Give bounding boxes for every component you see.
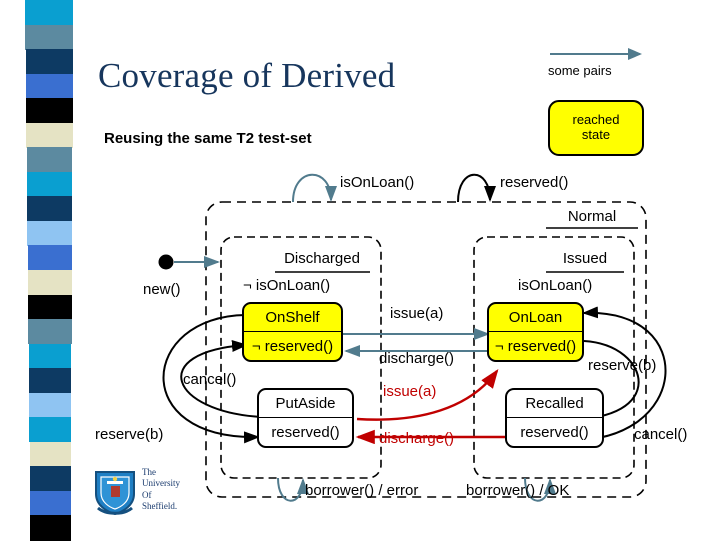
stripe-segment — [28, 245, 72, 271]
state-putaside-name: PutAside — [259, 390, 352, 418]
transition-label-discharge-red: discharge() — [379, 430, 455, 447]
state-onshelf-name: OnShelf — [244, 304, 341, 332]
composite-state-discharged-invariant: ¬ isOnLoan() — [243, 277, 331, 294]
state-onloan-invariant: ¬ reserved() — [494, 337, 577, 355]
transition-label-new: new() — [143, 281, 181, 298]
composite-state-normal — [205, 201, 647, 498]
stripe-segment — [30, 515, 71, 541]
state-onloan-name: OnLoan — [489, 304, 582, 332]
stripe-segment — [26, 73, 73, 99]
legend-arrow-icon — [550, 48, 642, 60]
state-recalled-invariant: reserved() — [520, 423, 589, 441]
state-onshelf-invariant: ¬ reserved() — [251, 337, 334, 355]
transition-label-reserve-right: reserve(b) — [588, 357, 657, 374]
self-transition-reserved — [457, 173, 496, 203]
self-transition-borrower-ok — [524, 477, 556, 502]
page-title: Coverage of Derived — [98, 56, 396, 95]
legend-reached-state-box: reached state — [548, 100, 644, 156]
composite-state-issued — [473, 236, 635, 479]
page-subtitle: Reusing the same T2 test-set — [104, 130, 312, 147]
stripe-segment — [30, 490, 71, 517]
legend-box-line2: state — [581, 127, 611, 142]
sheffield-crest-icon — [95, 471, 135, 516]
initial-pseudostate — [158, 254, 174, 270]
stripe-segment — [30, 441, 71, 467]
transition-cancel-right — [567, 306, 667, 442]
logo-line-1: The — [142, 467, 156, 477]
stripe-segment — [25, 0, 73, 26]
self-transition-isonloan — [292, 173, 337, 203]
transition-cancel-left — [180, 340, 263, 418]
state-putaside-invariant: reserved() — [271, 423, 340, 441]
composite-state-discharged — [220, 236, 382, 479]
stripe-segment — [28, 319, 72, 345]
transition-label-discharge-blue: discharge() — [379, 350, 455, 367]
state-onloan[interactable]: OnLoan ¬ reserved() — [487, 302, 584, 362]
transition-label-cancel-right: cancel() — [634, 426, 688, 443]
logo-line-4: Sheffield. — [142, 500, 178, 511]
stripe-segment — [27, 171, 73, 197]
composite-state-normal-label: Normal — [567, 208, 617, 225]
transition-label-reserved: reserved() — [500, 174, 569, 191]
transition-reserve-left — [162, 314, 260, 444]
state-putaside[interactable]: PutAside reserved() — [257, 388, 354, 448]
transition-label-isonloan: isOnLoan() — [340, 174, 415, 191]
transition-label-reserve-left: reserve(b) — [95, 426, 164, 443]
transition-label-issue-blue: issue(a) — [390, 305, 444, 322]
legend-arrow-label: some pairs — [548, 63, 612, 78]
legend-box-line1: reached — [572, 112, 620, 128]
composite-state-discharged-label: Discharged — [284, 250, 360, 267]
transition-label-issue-red: issue(a) — [383, 383, 437, 400]
stripe-segment — [29, 417, 72, 443]
transition-label-borrower-ok: borrower() / OK — [466, 482, 570, 499]
university-logo: The University Of Sheffield. — [92, 466, 202, 518]
transition-label-borrower-error: borrower() / error — [305, 482, 419, 499]
logo-line-2: University — [142, 478, 180, 489]
composite-state-issued-invariant: isOnLoan() — [518, 277, 593, 294]
logo-line-3: Of — [142, 489, 152, 500]
state-recalled-name: Recalled — [507, 390, 602, 418]
stripe-segment — [26, 122, 73, 148]
stripe-segment — [26, 98, 73, 124]
transition-issue-red — [356, 369, 499, 421]
logo-wordmark: The University Of Sheffield. — [142, 467, 180, 512]
stripe-segment — [25, 24, 73, 50]
stripe-segment — [27, 220, 73, 247]
composite-state-issued-label: Issued — [562, 250, 608, 267]
stripe-segment — [27, 196, 73, 222]
state-recalled[interactable]: Recalled reserved() — [505, 388, 604, 448]
stripe-segment — [27, 147, 73, 173]
decorative-stripe-band — [25, 0, 73, 541]
state-onshelf[interactable]: OnShelf ¬ reserved() — [242, 302, 343, 362]
stripe-segment — [28, 294, 72, 320]
self-transition-borrower-error — [277, 477, 309, 502]
transition-label-cancel-left: cancel() — [183, 371, 237, 388]
stripe-segment — [29, 368, 72, 394]
stripe-segment — [26, 49, 73, 75]
stripe-segment — [29, 343, 72, 369]
stripe-segment — [29, 392, 72, 418]
stripe-segment — [30, 466, 71, 492]
stripe-segment — [28, 270, 72, 296]
